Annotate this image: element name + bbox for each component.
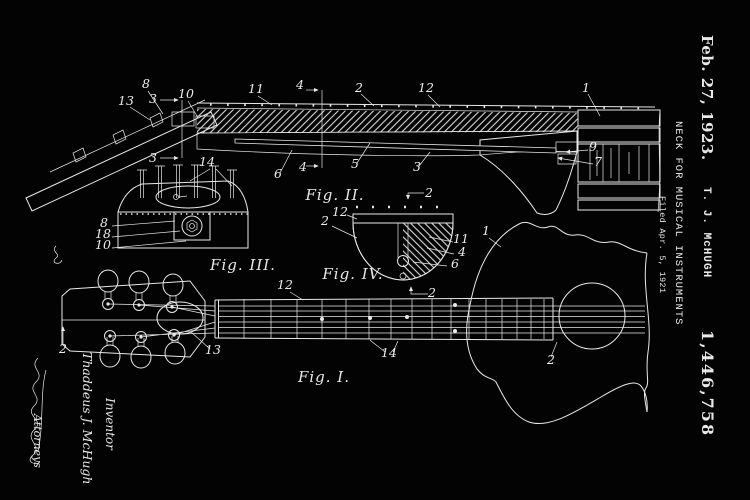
ref-numeral: 13 [118,93,134,108]
ref-numeral: 8 [100,215,108,230]
ref-numeral: 13 [205,342,221,357]
ref-numeral: 11 [453,231,469,246]
sound-hole [559,283,625,349]
fig1-plan-view [60,222,650,423]
fig2-caption: Fig. II. [305,186,365,204]
ref-numeral: 2 [58,341,67,356]
ref-numeral: 7 [594,154,602,169]
ref-numeral: 2 [320,213,329,228]
ref-numeral: 11 [248,81,264,96]
ref-numeral: 9 [589,139,597,154]
ref-numeral: 2 [427,285,436,300]
ref-numeral: 6 [274,166,282,181]
fig1-caption: Fig. I. [297,368,351,386]
ref-numeral: 3 [413,159,421,174]
ref-numeral: 1 [582,80,590,95]
patent-date: Feb. 27, 1923. [698,35,716,161]
ref-numeral: 14 [199,154,215,169]
by-mark [54,246,62,263]
ref-numeral: 12 [418,80,434,95]
ref-numeral: 4 [457,244,466,259]
ref-numeral: 1 [482,223,490,238]
fig1-body [467,222,650,423]
fig3-caption: Fig. III. [210,256,276,274]
fig4-section [332,193,454,294]
ref-numeral: 6 [451,256,459,271]
patent-filed-date: Filed Apr. 5, 1921 [657,196,667,294]
ref-numeral: 8 [142,76,150,91]
fig2-side-view [26,87,660,214]
ref-numeral: 5 [351,156,359,171]
ref-numeral: 12 [332,204,348,219]
fig2-body-block [578,110,660,212]
inventor-label: Inventor [103,398,117,450]
ref-numeral: 4 [298,159,307,174]
ref-numeral: 10 [95,237,111,252]
inventor-signature: Thaddeus J. McHugh [80,352,95,485]
ref-numeral: 18 [95,226,111,241]
patent-inventor-name: T. J. McHUGH [700,187,712,279]
ref-numeral: 2 [354,80,363,95]
ref-numeral: 10 [178,86,194,101]
patent-number: 1,446,758 [698,330,717,438]
ref-numeral: 2 [546,352,555,367]
ref-numeral: 14 [381,345,397,360]
ref-numeral: 12 [277,277,293,292]
ref-numeral: 3 [149,150,157,165]
fig4-caption: Fig. IV. [322,265,384,283]
attorneys-label: Attorneys [31,414,44,468]
fig3-section [112,165,248,248]
fig2-headstock [26,100,217,211]
ref-numeral: 3 [149,91,157,106]
attorney-signature [30,358,46,464]
ref-numeral: 4 [295,77,304,92]
ref-numeral: 2 [424,185,433,200]
patent-title: NECK FOR MUSICAL INSTRUMENTS [672,121,684,326]
